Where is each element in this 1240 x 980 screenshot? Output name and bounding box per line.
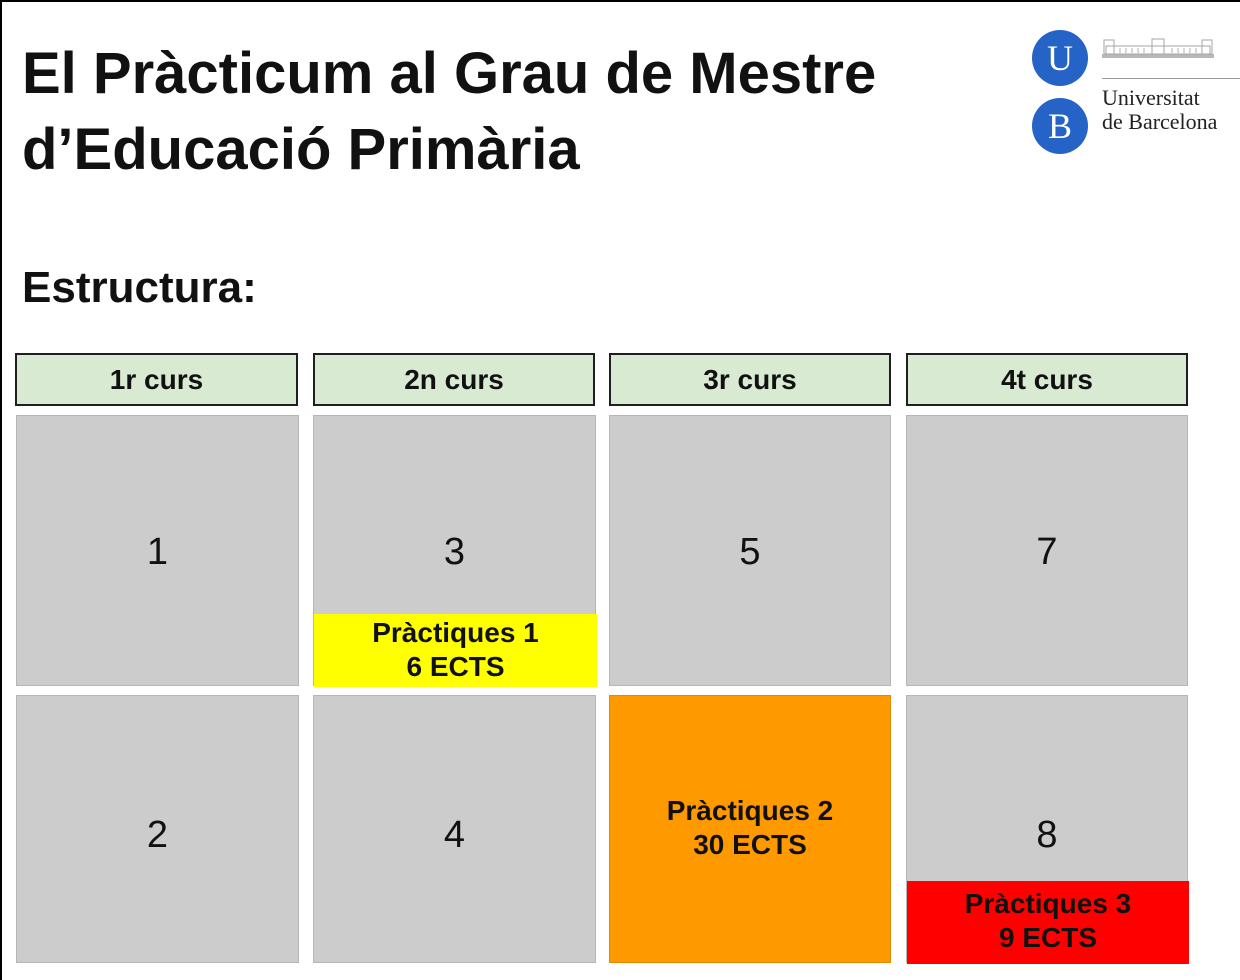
practicum-2: Pràctiques 2 30 ECTS [609, 695, 891, 963]
title-line-2: d’Educació Primària [22, 117, 580, 182]
logo-u-circle: U [1032, 30, 1088, 86]
semester-number: 4 [443, 814, 466, 856]
university-logo: U B Universitat de Barcelona [1032, 30, 1240, 154]
year-header-4: 4t curs [906, 353, 1188, 406]
semester-8: 8 Pràctiques 3 9 ECTS [906, 695, 1189, 964]
year-header-1: 1r curs [15, 353, 298, 406]
practicum-name: Pràctiques 3 [964, 888, 1132, 919]
year-header-3: 3r curs [609, 353, 891, 406]
university-name-line-1: Universitat [1102, 85, 1200, 110]
semester-2: 2 [16, 695, 299, 963]
semester-5: 5 [609, 415, 891, 686]
semester-number: 8 [1036, 814, 1058, 856]
practicum-name: Pràctiques 1 [372, 617, 539, 648]
logo-divider [1102, 78, 1240, 79]
slide-title: El Pràcticum al Grau de Mestre d’Educaci… [22, 36, 1012, 188]
practicum-name: Pràctiques 2 [666, 795, 834, 826]
semester-4: 4 [313, 695, 596, 963]
semester-1: 1 [16, 415, 299, 686]
practicum-3: Pràctiques 3 9 ECTS [907, 881, 1189, 964]
university-name-line-2: de Barcelona [1102, 109, 1218, 134]
practicum-credits: 30 ECTS [693, 829, 807, 860]
logo-b-circle: B [1032, 98, 1088, 154]
title-line-1: El Pràcticum al Grau de Mestre [22, 41, 877, 106]
university-name: Universitat de Barcelona [1102, 86, 1217, 134]
semester-7: 7 [906, 415, 1188, 686]
practicum-credits: 6 ECTS [406, 651, 505, 682]
section-heading: Estructura: [22, 263, 257, 312]
building-icon [1102, 38, 1214, 58]
semester-number: 3 [443, 531, 466, 573]
semester-number: 1 [146, 531, 169, 573]
semester-number: 5 [739, 531, 761, 573]
semester-number: 2 [146, 814, 169, 856]
semester-3: 3 Pràctiques 1 6 ECTS [313, 415, 597, 687]
practicum-credits: 9 ECTS [998, 922, 1098, 953]
semester-number: 7 [1036, 531, 1058, 573]
practicum-1: Pràctiques 1 6 ECTS [314, 614, 597, 687]
year-header-2: 2n curs [313, 353, 595, 406]
